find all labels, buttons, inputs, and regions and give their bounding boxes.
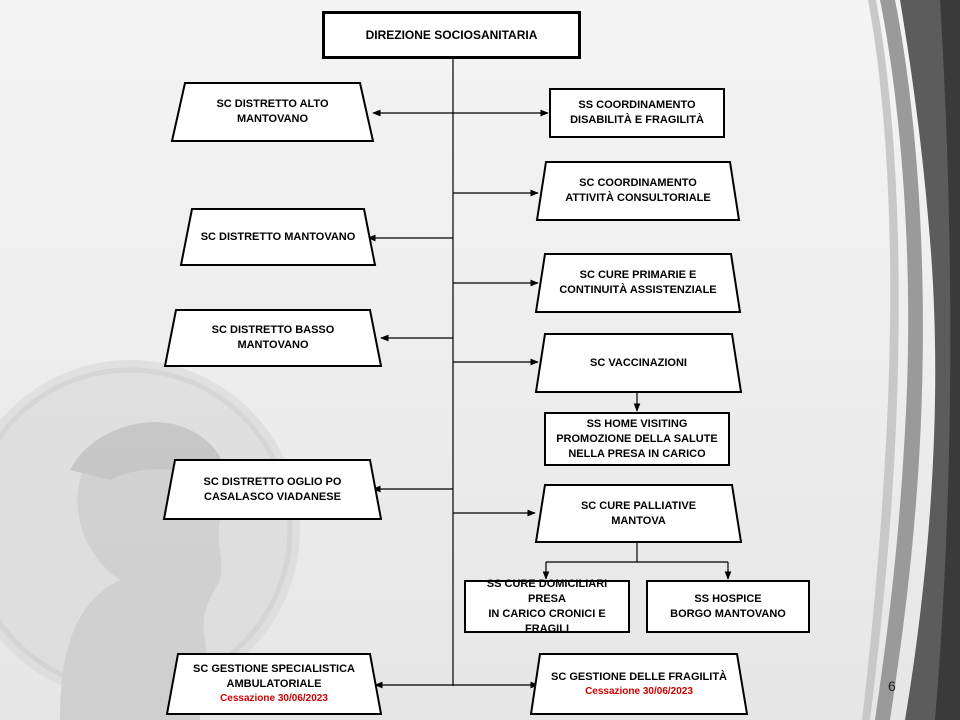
- node-label: SC DISTRETTO ALTO MANTOVANO: [216, 98, 329, 125]
- node-sc-distretto-alto-mantovano[interactable]: SC DISTRETTO ALTO MANTOVANO: [170, 82, 375, 142]
- node-ss-coordinamento-disabilita[interactable]: SS COORDINAMENTO DISABILITÀ E FRAGILITÀ: [549, 88, 725, 138]
- node-label: SS CURE DOMICILIARI PRESA IN CARICO CRON…: [486, 577, 608, 635]
- node-sc-gestione-fragilita[interactable]: SC GESTIONE DELLE FRAGILITÀ Cessazione 3…: [529, 653, 749, 715]
- node-sc-distretto-mantovano[interactable]: SC DISTRETTO MANTOVANO: [179, 208, 377, 266]
- node-direzione-sociosanitaria[interactable]: DIREZIONE SOCIOSANITARIA: [322, 11, 581, 59]
- node-sc-cure-palliative[interactable]: SC CURE PALLIATIVE MANTOVA: [534, 484, 743, 543]
- node-ss-cure-domiciliari[interactable]: SS CURE DOMICILIARI PRESA IN CARICO CRON…: [464, 578, 630, 635]
- node-sc-coordinamento-consultoriale[interactable]: SC COORDINAMENTO ATTIVITÀ CONSULTORIALE: [535, 161, 741, 221]
- trapezoid-shape: [529, 653, 749, 715]
- node-label: SS HOME VISITING PROMOZIONE DELLA SALUTE…: [556, 417, 718, 460]
- trapezoid-shape: [165, 653, 383, 715]
- cessation-note: Cessazione 30/06/2023: [220, 693, 328, 704]
- node-sc-distretto-oglio-po[interactable]: SC DISTRETTO OGLIO PO CASALASCO VIADANES…: [162, 459, 383, 520]
- trapezoid-shape: [534, 253, 742, 313]
- node-sc-vaccinazioni[interactable]: SC VACCINAZIONI: [534, 333, 743, 393]
- node-sc-distretto-basso-mantovano[interactable]: SC DISTRETTO BASSO MANTOVANO: [163, 309, 383, 367]
- node-label: SC VACCINAZIONI: [590, 356, 687, 369]
- node-label: SC DISTRETTO OGLIO PO CASALASCO VIADANES…: [203, 475, 342, 503]
- node-sc-cure-primarie[interactable]: SC CURE PRIMARIE E CONTINUITÀ ASSISTENZI…: [534, 253, 742, 313]
- node-ss-hospice[interactable]: SS HOSPICE BORGO MANTOVANO: [646, 580, 810, 633]
- trapezoid-shape: [179, 208, 377, 266]
- node-label: SS HOSPICE BORGO MANTOVANO: [670, 592, 786, 620]
- node-label: SC DISTRETTO MANTOVANO: [200, 230, 356, 243]
- node-label: SC COORDINAMENTO ATTIVITÀ CONSULTORIALE: [565, 177, 711, 204]
- page-number: 6: [888, 678, 896, 694]
- node-label: SC DISTRETTO BASSO MANTOVANO: [211, 324, 335, 351]
- node-ss-home-visiting[interactable]: SS HOME VISITING PROMOZIONE DELLA SALUTE…: [544, 412, 730, 466]
- node-label: DIREZIONE SOCIOSANITARIA: [365, 27, 538, 42]
- node-label: SC CURE PRIMARIE E CONTINUITÀ ASSISTENZI…: [559, 269, 717, 296]
- trapezoid-shape: [535, 161, 741, 221]
- cessation-note: Cessazione 30/06/2023: [585, 685, 693, 697]
- node-sc-gestione-specialistica[interactable]: SC GESTIONE SPECIALISTICA AMBULATORIALE …: [165, 653, 383, 715]
- trapezoid-shape: [163, 309, 383, 367]
- node-label: SC CURE PALLIATIVE MANTOVA: [580, 499, 697, 527]
- trapezoid-shape: [162, 459, 383, 520]
- right-edge-swoosh: [862, 0, 960, 720]
- trapezoid-shape: [170, 82, 375, 142]
- node-label: SC GESTIONE DELLE FRAGILITÀ: [550, 670, 727, 683]
- portrait-medallion-watermark: [0, 360, 300, 720]
- node-label: SC GESTIONE SPECIALISTICA AMBULATORIALE: [193, 663, 355, 690]
- node-label: SS COORDINAMENTO DISABILITÀ E FRAGILITÀ: [570, 99, 704, 126]
- trapezoid-shape: [534, 484, 743, 543]
- trapezoid-shape: [534, 333, 743, 393]
